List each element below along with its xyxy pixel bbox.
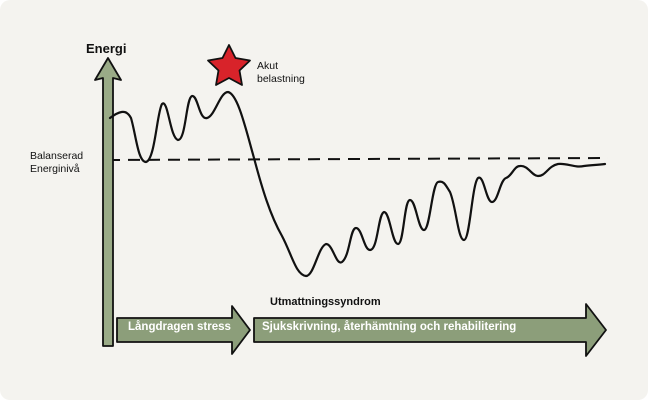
balanced-energy-line bbox=[107, 157, 609, 161]
phase-label-rehab: Sjukskrivning, återhämtning och rehabili… bbox=[262, 321, 517, 333]
phase-arrow-stress bbox=[116, 305, 251, 355]
peak-label-line2: belastning bbox=[257, 73, 305, 85]
peak-label-line1: Akut bbox=[257, 60, 279, 72]
energy-axis-arrow bbox=[94, 57, 122, 347]
balanced-level-label-line2: Energinivå bbox=[30, 163, 80, 175]
phase-arrow-rehab bbox=[253, 303, 607, 357]
star-icon bbox=[207, 44, 251, 86]
phase-heading: Utmattningssyndrom bbox=[270, 296, 381, 308]
energy-curve bbox=[108, 90, 607, 278]
phase-label-stress: Långdragen stress bbox=[128, 321, 231, 333]
y-axis-title: Energi bbox=[86, 41, 127, 56]
balanced-level-label-line1: Balanserad bbox=[30, 150, 84, 162]
